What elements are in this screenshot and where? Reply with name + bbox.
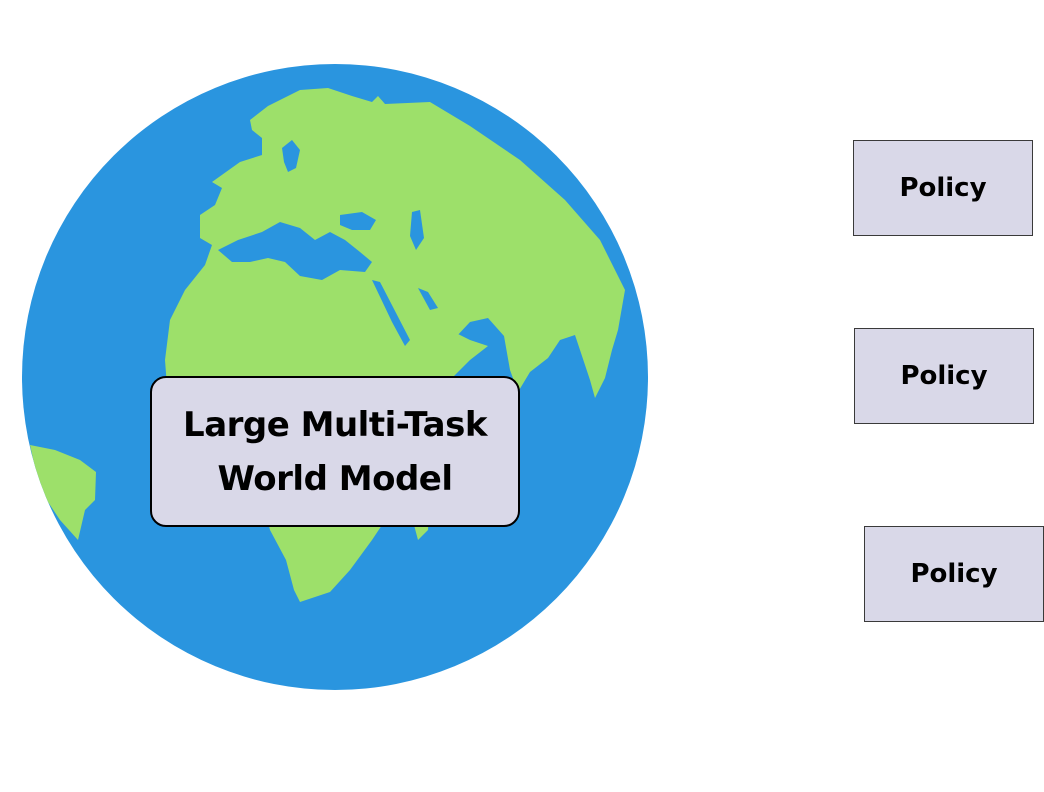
globe-sea-persian [418, 288, 438, 310]
globe-sea-mediterranean [218, 222, 372, 280]
globe-sea-red [372, 280, 410, 346]
policy-box-3: Policy [864, 526, 1044, 622]
world-model-box: Large Multi-Task World Model [150, 376, 520, 527]
policy-box-1: Policy [853, 140, 1033, 236]
world-model-label-line2: World Model [217, 458, 454, 499]
globe-sea-black [340, 212, 376, 230]
world-model-label-line1: Large Multi-Task [183, 404, 487, 445]
globe-land-south-america [30, 445, 96, 540]
globe-sea-baltic [282, 140, 300, 172]
globe-sea-caspian [410, 210, 424, 250]
policy-box-2: Policy [854, 328, 1034, 424]
